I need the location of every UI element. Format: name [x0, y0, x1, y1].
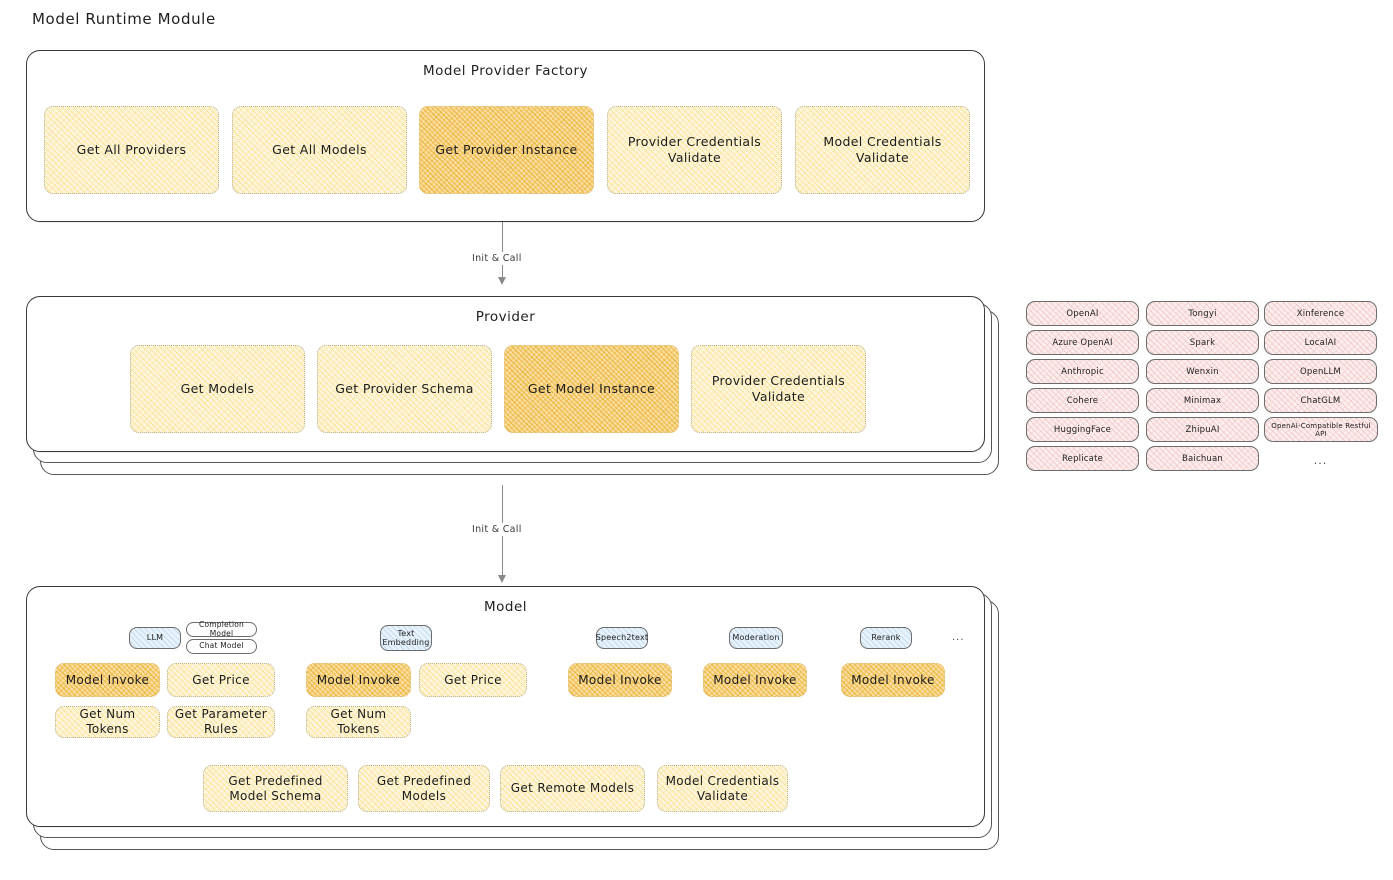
model-provider-factory-title: Model Provider Factory [422, 63, 588, 79]
provider-chip-replicate[interactable]: Replicate [1026, 446, 1139, 471]
model-type-badge-rerank[interactable]: Rerank [860, 627, 912, 649]
model-sub-badge-completion-model[interactable]: Completion Model [186, 620, 257, 637]
provider-title: Provider [475, 309, 536, 325]
model-shared-op-get-predefined-model-schema[interactable]: Get Predefined Model Schema [203, 765, 348, 812]
model-op-text-embedding-get-price[interactable]: Get Price [419, 663, 527, 697]
connector-1-line [502, 222, 504, 280]
model-op-speech2text-model-invoke[interactable]: Model Invoke [568, 663, 672, 697]
connector-1-arrow [498, 277, 506, 285]
provider-chip-xinference[interactable]: Xinference [1264, 301, 1377, 326]
model-shared-op-get-remote-models[interactable]: Get Remote Models [500, 765, 645, 812]
connector-2-arrow [498, 575, 506, 583]
provider-chip-chatglm[interactable]: ChatGLM [1264, 388, 1377, 413]
factory-op-model-credentials-validate[interactable]: Model Credentials Validate [795, 106, 970, 194]
provider-chip-cohere[interactable]: Cohere [1026, 388, 1139, 413]
provider-op-get-models[interactable]: Get Models [130, 345, 305, 433]
factory-op-get-all-models[interactable]: Get All Models [232, 106, 407, 194]
factory-op-provider-credentials-validate[interactable]: Provider Credentials Validate [607, 106, 782, 194]
model-op-llm-get-parameter-rules[interactable]: Get Parameter Rules [167, 706, 275, 738]
model-title: Model [483, 599, 528, 615]
provider-list-ellipsis: ... [1313, 453, 1328, 467]
provider-chip-minimax[interactable]: Minimax [1146, 388, 1259, 413]
model-op-moderation-model-invoke[interactable]: Model Invoke [703, 663, 807, 697]
model-op-rerank-model-invoke[interactable]: Model Invoke [841, 663, 945, 697]
connector-1-label: Init & Call [468, 252, 526, 265]
model-op-text-embedding-get-num-tokens[interactable]: Get Num Tokens [306, 706, 411, 738]
model-type-badge-text-embedding[interactable]: Text Embedding [380, 625, 432, 651]
provider-chip-anthropic[interactable]: Anthropic [1026, 359, 1139, 384]
factory-op-get-provider-instance[interactable]: Get Provider Instance [419, 106, 594, 194]
model-type-badge-speech2text[interactable]: Speech2text [596, 627, 648, 649]
provider-op-provider-credentials-validate[interactable]: Provider Credentials Validate [691, 345, 866, 433]
model-shared-op-model-credentials-validate[interactable]: Model Credentials Validate [657, 765, 788, 812]
provider-chip-tongyi[interactable]: Tongyi [1146, 301, 1259, 326]
model-sub-badge-chat-model[interactable]: Chat Model [186, 639, 257, 654]
provider-chip-spark[interactable]: Spark [1146, 330, 1259, 355]
provider-chip-wenxin[interactable]: Wenxin [1146, 359, 1259, 384]
model-op-llm-get-price[interactable]: Get Price [167, 663, 275, 697]
model-types-ellipsis: ... [952, 632, 965, 643]
provider-chip-openllm[interactable]: OpenLLM [1264, 359, 1377, 384]
provider-chip-localai[interactable]: LocalAI [1264, 330, 1377, 355]
provider-chip-openai[interactable]: OpenAI [1026, 301, 1139, 326]
provider-chip-azure-openai[interactable]: Azure OpenAI [1026, 330, 1139, 355]
model-op-llm-get-num-tokens[interactable]: Get Num Tokens [55, 706, 160, 738]
factory-op-get-all-providers[interactable]: Get All Providers [44, 106, 219, 194]
model-op-llm-model-invoke[interactable]: Model Invoke [55, 663, 160, 697]
provider-chip-huggingface[interactable]: HuggingFace [1026, 417, 1139, 442]
provider-chip-openai-compatible-restful-api[interactable]: OpenAI-Compatible Restful API [1264, 417, 1378, 442]
provider-chip-zhipuai[interactable]: ZhipuAI [1146, 417, 1259, 442]
provider-chip-baichuan[interactable]: Baichuan [1146, 446, 1259, 471]
model-shared-op-get-predefined-models[interactable]: Get Predefined Models [358, 765, 490, 812]
model-type-badge-moderation[interactable]: Moderation [729, 627, 783, 649]
connector-2-label: Init & Call [468, 523, 526, 536]
page-title: Model Runtime Module [32, 10, 216, 28]
provider-op-get-model-instance[interactable]: Get Model Instance [504, 345, 679, 433]
provider-op-get-provider-schema[interactable]: Get Provider Schema [317, 345, 492, 433]
model-type-badge-llm[interactable]: LLM [129, 627, 181, 649]
model-op-text-embedding-model-invoke[interactable]: Model Invoke [306, 663, 411, 697]
